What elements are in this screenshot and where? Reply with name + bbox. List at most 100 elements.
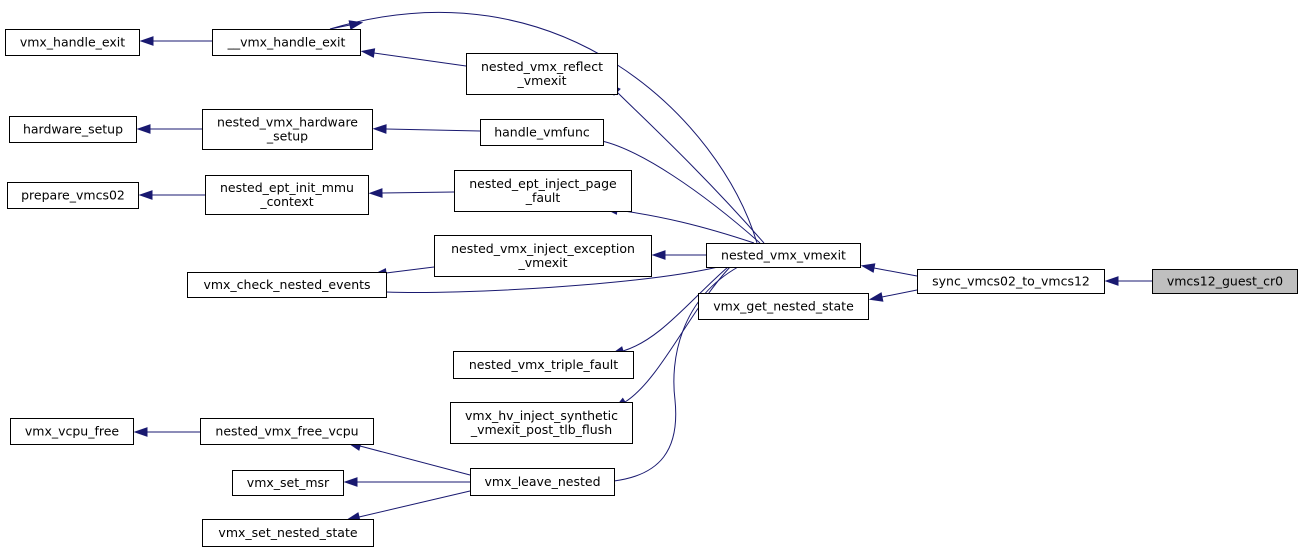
node-box [450, 402, 633, 444]
node-label: handle_vmfunc [494, 125, 590, 140]
node-label: nested_vmx_free_vcpu [215, 424, 358, 439]
node-box [232, 470, 344, 496]
node-prepare-vmcs02[interactable]: prepare_vmcs02 [7, 182, 139, 209]
node-label: vmx_vcpu_free [25, 424, 120, 439]
node-box [470, 468, 615, 496]
edge-line [385, 266, 435, 274]
node-vmx-vcpu-free[interactable]: vmx_vcpu_free [10, 418, 134, 445]
node-nested-vmx-reflect-vmexit[interactable]: nested_vmx_reflect_vmexit [466, 53, 618, 95]
nodes-layer: vmcs12_guest_cr0sync_vmcs02_to_vmcs12nes… [5, 29, 1298, 547]
node-sync-vmcs02-to-vmcs12[interactable]: sync_vmcs02_to_vmcs12 [917, 269, 1105, 294]
node-box [706, 243, 861, 268]
node-label: _context [259, 194, 313, 209]
node-nested-ept-init-mmu-context[interactable]: nested_ept_init_mmu_context [205, 175, 369, 215]
node-box [5, 29, 140, 56]
edge-vmx_leave_nested-to-nested_vmx_free_vcpu [346, 441, 471, 476]
node-label: nested_ept_init_mmu [220, 180, 354, 195]
edge-arrowhead [348, 20, 364, 30]
node-box [200, 418, 374, 445]
node-box [1152, 269, 1298, 294]
node-label: vmx_set_nested_state [218, 525, 357, 540]
node-box [917, 269, 1105, 294]
edge-line [881, 289, 918, 298]
node-nested-vmx-inject-exception-vmexit[interactable]: nested_vmx_inject_exception_vmexit [434, 235, 652, 277]
edge-nested_ept_init_mmu_context-to-prepare_vmcs02 [138, 190, 205, 200]
node-vmx-set-nested-state[interactable]: vmx_set_nested_state [202, 519, 374, 547]
node-label: nested_vmx_reflect [481, 59, 603, 74]
node-box [202, 519, 374, 547]
node-box [466, 53, 618, 95]
node-vmx-handle-exit[interactable]: vmx_handle_exit [5, 29, 140, 56]
node-label: vmx_handle_exit [20, 35, 125, 50]
node-label: _setup [266, 129, 308, 144]
edge-nested_vmx_reflect_vmexit-to-__vmx_handle_exit [360, 48, 467, 67]
node-label: vmcs12_guest_cr0 [1167, 274, 1283, 289]
node-handle-vmfunc[interactable]: handle_vmfunc [480, 119, 604, 146]
edge-line [373, 52, 467, 67]
node-vmx-set-msr[interactable]: vmx_set_msr [232, 470, 344, 496]
node-vmx-get-nested-state[interactable]: vmx_get_nested_state [698, 293, 869, 320]
node-box [9, 116, 137, 143]
node-label: vmx_leave_nested [484, 474, 600, 489]
node-vmx-hv-inject-synthetic-vmexit-post-tlb-flush[interactable]: vmx_hv_inject_synthetic_vmexit_post_tlb_… [450, 402, 633, 444]
edge-arrowhead [360, 48, 376, 58]
edge-__vmx_handle_exit-to-vmx_handle_exit [139, 36, 212, 46]
node-box [212, 29, 361, 56]
node-label: sync_vmcs02_to_vmcs12 [932, 274, 1090, 289]
node-box [202, 109, 373, 150]
node-hardware-setup[interactable]: hardware_setup [9, 116, 137, 143]
edge-arrowhead [651, 250, 666, 260]
node-label: vmx_hv_inject_synthetic [465, 408, 618, 423]
node-label: nested_vmx_triple_fault [469, 357, 618, 372]
node-box [480, 119, 604, 146]
edge-arrowhead [138, 190, 153, 200]
edge-nested_vmx_vmexit-to-vmx_hv_inject_synthetic_vmexit_post_tlb_flush [613, 266, 731, 410]
node-box [205, 175, 369, 215]
node-vmx-leave-nested[interactable]: vmx_leave_nested [470, 468, 615, 496]
edge-line [358, 490, 471, 518]
edge-arrowhead [139, 36, 154, 46]
edge-line [381, 191, 455, 194]
edge-line [616, 91, 765, 244]
edge-handle_vmfunc-to-nested_vmx_hardware_setup [372, 124, 481, 134]
edge-nested_vmx_vmexit-to-nested_vmx_inject_exception_vmexit [651, 250, 706, 260]
node-nested-vmx-triple-fault[interactable]: nested_vmx_triple_fault [453, 351, 634, 379]
node-label: vmx_get_nested_state [713, 299, 854, 314]
edge-nested_ept_inject_page_fault-to-nested_ept_init_mmu_context [368, 188, 455, 198]
edge-arrowhead [133, 427, 148, 437]
node-label: hardware_setup [23, 122, 123, 137]
node-box [7, 182, 139, 209]
node-nested-vmx-vmexit[interactable]: nested_vmx_vmexit [706, 243, 861, 268]
node-label: _fault [525, 190, 561, 205]
edge-line [624, 266, 731, 403]
node-label: nested_vmx_hardware [217, 115, 358, 130]
node-nested-ept-inject-page-fault[interactable]: nested_ept_inject_page_fault [454, 170, 632, 212]
node-nested-vmx-free-vcpu[interactable]: nested_vmx_free_vcpu [200, 418, 374, 445]
edge-arrowhead [860, 263, 876, 273]
node-label: vmx_set_msr [247, 475, 330, 490]
node-vmx-handle-exit[interactable]: __vmx_handle_exit [212, 29, 361, 56]
edge-arrowhead [1104, 276, 1119, 286]
edge-arrowhead [868, 292, 884, 302]
node-box [454, 170, 632, 212]
edge-arrowhead [372, 124, 387, 134]
node-box [434, 235, 652, 277]
edge-nested_vmx_hardware_setup-to-hardware_setup [136, 124, 202, 134]
edge-nested_vmx_free_vcpu-to-vmx_vcpu_free [133, 427, 200, 437]
node-box [187, 272, 387, 298]
edge-arrowhead [368, 188, 383, 198]
edge-line [622, 266, 729, 352]
edge-vmx_leave_nested-to-vmx_set_nested_state [345, 490, 471, 522]
edge-line [359, 445, 471, 476]
node-label: vmx_check_nested_events [203, 277, 370, 292]
edge-line [616, 209, 755, 244]
node-box [453, 351, 634, 379]
node-label: _vmexit [517, 255, 567, 270]
node-label: _vmexit [516, 73, 566, 88]
edge-arrowhead [136, 124, 151, 134]
node-vmx-check-nested-events[interactable]: vmx_check_nested_events [187, 272, 387, 298]
node-nested-vmx-hardware-setup[interactable]: nested_vmx_hardware_setup [202, 109, 373, 150]
edge-vmcs12_guest_cr0-to-sync_vmcs02_to_vmcs12 [1104, 276, 1152, 286]
node-label: _vmexit_post_tlb_flush [470, 422, 612, 437]
